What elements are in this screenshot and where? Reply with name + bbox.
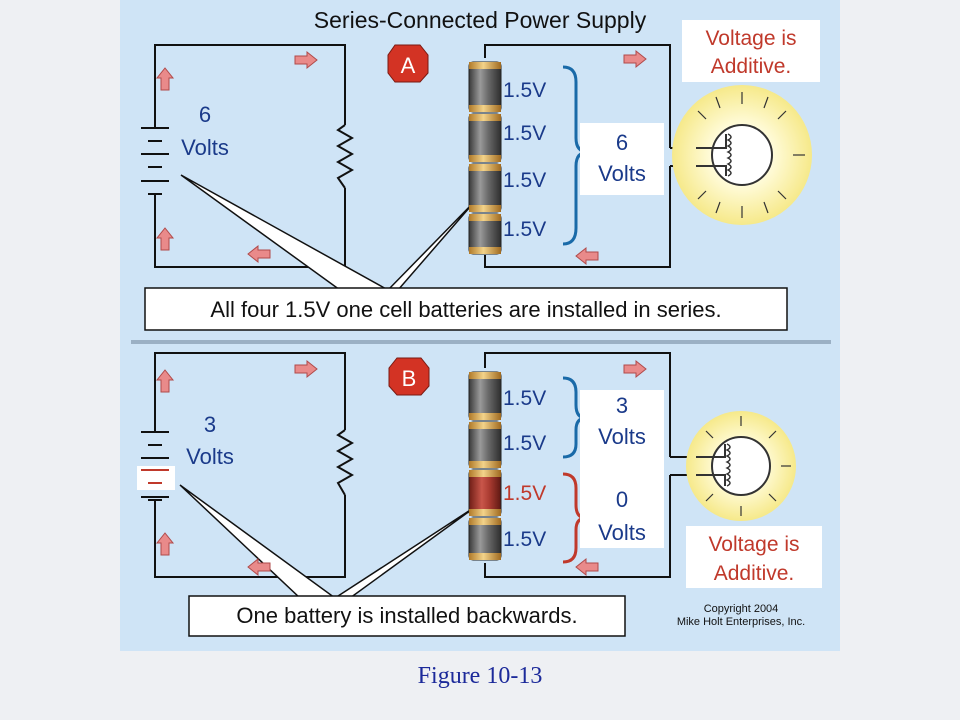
circuit-b-left-loop <box>154 352 346 432</box>
cell-label-b-4: 1.5V <box>503 528 546 551</box>
cell-a-3 <box>468 163 502 213</box>
cell-stack-a <box>468 61 502 255</box>
cell-a-2 <box>468 113 502 163</box>
arrow-left-icon <box>575 557 599 577</box>
arrow-right-icon <box>294 359 318 379</box>
pair2-value-b: 0 <box>616 487 628 512</box>
arrow-right-icon <box>623 359 647 379</box>
circuit-a-left-loop <box>154 44 346 128</box>
pair1-unit-b: Volts <box>598 424 646 449</box>
pair2-unit-b: Volts <box>598 520 646 545</box>
note-box-b <box>686 526 822 588</box>
cell-label-b-1: 1.5V <box>503 387 546 410</box>
callout-pointer-a <box>180 174 477 291</box>
arrow-up-icon <box>155 67 175 91</box>
panel-b: 3 Volts <box>137 352 822 637</box>
cell-label-a-1: 1.5V <box>503 79 546 102</box>
total-unit-a: Volts <box>598 161 646 186</box>
cell-b-2 <box>468 421 502 469</box>
cell-a-1 <box>468 61 502 113</box>
copyright-line2: Mike Holt Enterprises, Inc. <box>677 616 805 628</box>
copyright-line1: Copyright 2004 <box>704 603 779 615</box>
diagram-title: Series-Connected Power Supply <box>314 7 647 33</box>
callout-text-b: One battery is installed backwards. <box>236 603 577 628</box>
pair1-value-b: 3 <box>616 393 628 418</box>
circuit-a-right-loop <box>484 44 671 148</box>
arrow-up-icon <box>155 369 175 393</box>
callout-text-a: All four 1.5V one cell batteries are ins… <box>210 297 721 322</box>
badge-a-octagon <box>387 44 429 83</box>
circuit-a-right-bottom <box>484 166 671 268</box>
arrow-left-icon <box>247 557 271 577</box>
lamp-a <box>672 85 812 225</box>
circuit-b-right-bottom <box>484 475 671 578</box>
total-box-a <box>580 123 664 195</box>
cell-b-3-reversed <box>468 469 502 517</box>
supply-voltage-b: 3 <box>204 412 216 437</box>
arrow-left-icon <box>575 246 599 266</box>
panel-a: 6 Volts <box>141 20 820 331</box>
note-a-line1: Voltage is <box>705 27 796 50</box>
cell-label-b-2: 1.5V <box>503 432 546 455</box>
badge-b-octagon <box>388 357 430 396</box>
cell-b-4 <box>468 517 502 561</box>
callout-box-b <box>188 595 626 637</box>
circuit-a-left-bottom <box>154 188 346 268</box>
supply-unit-b: Volts <box>186 444 234 469</box>
battery-symbol-b <box>137 431 175 501</box>
circuit-b-right-loop <box>484 352 671 457</box>
arrow-right-icon <box>623 49 647 69</box>
supply-unit-a: Volts <box>181 135 229 160</box>
note-b-line2: Additive. <box>714 562 795 585</box>
arrow-up-icon <box>155 227 175 251</box>
cell-label-a-2: 1.5V <box>503 122 546 145</box>
resistor-b <box>335 429 355 496</box>
cell-b-1 <box>468 371 502 421</box>
cell-label-a-4: 1.5V <box>503 218 546 241</box>
resistor-a <box>335 124 355 189</box>
callout-pointer-b <box>179 484 479 599</box>
arrow-up-icon <box>155 532 175 556</box>
current-arrows <box>155 49 647 577</box>
circuit-b-left-bottom <box>154 495 346 578</box>
note-box-a <box>682 20 820 82</box>
note-a-line2: Additive. <box>711 55 792 78</box>
supply-voltage-a: 6 <box>199 102 211 127</box>
total-box-b <box>580 390 664 548</box>
callout-box-a <box>144 287 788 331</box>
total-value-a: 6 <box>616 130 628 155</box>
arrow-right-icon <box>294 50 318 70</box>
badge-a-label: A <box>401 53 416 78</box>
battery-symbol-a <box>141 127 169 195</box>
figure-caption: Figure 10-13 <box>417 663 543 689</box>
cell-label-a-3: 1.5V <box>503 169 546 192</box>
badge-b-label: B <box>402 366 417 391</box>
note-b-line1: Voltage is <box>708 533 799 556</box>
cell-a-4 <box>468 213 502 255</box>
cell-stack-b <box>468 371 502 561</box>
lamp-b <box>686 411 796 521</box>
arrow-left-icon <box>247 244 271 264</box>
cell-label-b-3: 1.5V <box>503 482 546 505</box>
panel-divider <box>131 340 831 344</box>
